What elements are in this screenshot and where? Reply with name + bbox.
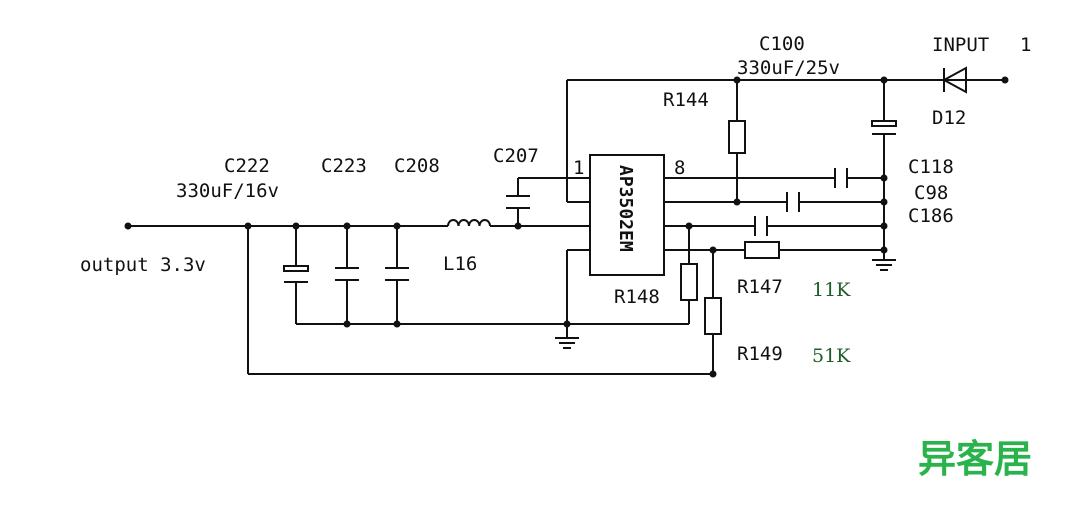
capacitor-c223 [335,267,359,281]
label-r144: R144 [663,89,709,111]
label-output: output 3.3v [80,254,206,276]
capacitor-c186 [754,216,768,236]
label-c208: C208 [394,155,440,177]
label-c100-value: 330uF/25v [737,57,840,79]
label-pin8: 8 [674,157,685,179]
label-r147-value: 11K [812,279,851,301]
label-input: INPUT [932,34,989,56]
logo-watermark: 异客居 [918,437,1032,481]
label-c222-value: 330uF/16v [176,180,279,202]
ground-symbol-bottom [555,324,579,349]
capacitor-c208 [385,267,409,281]
label-r147: R147 [737,276,783,298]
capacitor-c100 [871,120,897,135]
diode-d12 [941,66,967,94]
label-r149: R149 [737,343,783,365]
chip-ap3502em [589,154,665,276]
capacitor-c207 [506,195,530,209]
chip-label: AP3502EM [615,165,636,252]
capacitor-c118 [834,168,848,188]
resistor-r149 [704,297,722,335]
resistor-r147 [744,241,780,259]
label-c118: C118 [908,156,954,178]
resistor-r148 [680,263,698,301]
inductor-l16 [447,219,491,227]
wires [128,79,1005,375]
label-d12: D12 [932,107,966,129]
resistor-r144 [728,120,746,154]
label-r148: R148 [614,286,660,308]
capacitor-c98 [786,192,800,212]
label-c100: C100 [759,33,805,55]
label-input-pin: 1 [1020,34,1031,56]
label-pin1: 1 [573,157,584,179]
label-c98: C98 [914,182,948,204]
junction-dots [124,76,1009,378]
capacitor-c222 [283,265,309,283]
label-r149-value: 51K [812,345,851,367]
label-c186: C186 [908,205,954,227]
label-c223: C223 [321,155,367,177]
ground-symbol-right [872,250,896,271]
label-c207: C207 [493,145,539,167]
label-l16: L16 [443,253,477,275]
label-c222: C222 [224,155,270,177]
